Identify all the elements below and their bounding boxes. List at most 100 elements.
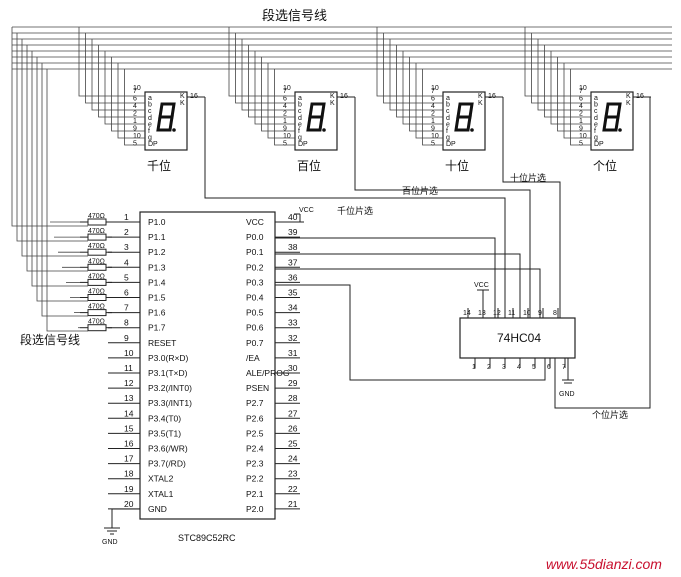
segment-name: g bbox=[446, 135, 450, 142]
mcu-pin-number: 40 bbox=[288, 212, 298, 222]
segment-bus bbox=[11, 26, 672, 332]
mcu-pin-number: 34 bbox=[288, 303, 298, 313]
segment-name: e bbox=[148, 121, 152, 128]
mcu-pin-number: 6 bbox=[124, 288, 129, 298]
mcu-pin-name: P2.1 bbox=[246, 489, 264, 499]
inverter-pin-number: 6 bbox=[547, 364, 551, 371]
mcu-pin-name: ALE/PROG bbox=[246, 368, 289, 378]
resistor-value-label: 470Ω bbox=[88, 213, 105, 220]
resistor-value-label: 470Ω bbox=[88, 289, 105, 296]
segment-wire bbox=[228, 27, 295, 97]
decimal-point bbox=[470, 128, 474, 132]
mcu-pin-number: 1 bbox=[124, 212, 129, 222]
common-k-label: K bbox=[478, 93, 483, 100]
display-pin-number: 2 bbox=[579, 111, 583, 118]
mcu-pin-number: 29 bbox=[288, 378, 298, 388]
segment-name: e bbox=[446, 121, 450, 128]
mcu-pin-number: 22 bbox=[288, 484, 298, 494]
mcu-vcc-symbol: VCC bbox=[294, 207, 314, 223]
bus-to-resistor-wire bbox=[16, 33, 88, 242]
common-k-label: K bbox=[180, 93, 185, 100]
segment-wire bbox=[557, 57, 591, 132]
mcu-pin-number: 39 bbox=[288, 227, 298, 237]
digit-lower bbox=[156, 115, 174, 132]
segment-name: f bbox=[298, 128, 300, 135]
segment-wire bbox=[261, 57, 295, 132]
segment-name: f bbox=[148, 128, 150, 135]
bus-to-resistor-wire bbox=[41, 63, 88, 317]
segment-name: c bbox=[298, 108, 302, 115]
mcu-pin-name: XTAL1 bbox=[148, 489, 174, 499]
mcu-pin-name: P3.3(/INT1) bbox=[148, 398, 192, 408]
segment-wire bbox=[415, 63, 443, 139]
display-pin-number: 10 bbox=[133, 133, 141, 140]
display-pin-number: 5 bbox=[431, 141, 435, 148]
mcu-pin-name: P1.4 bbox=[148, 277, 166, 287]
display-pin-number: 4 bbox=[431, 103, 435, 110]
segment-wire bbox=[111, 57, 145, 132]
bus-to-resistor-wire bbox=[21, 39, 88, 257]
segment-wire bbox=[563, 63, 591, 139]
display-pin-number: 2 bbox=[283, 111, 287, 118]
thousands-select-label: 千位片选 bbox=[337, 205, 373, 217]
common-k-label: K bbox=[626, 100, 631, 107]
decimal-point bbox=[322, 128, 326, 132]
resistor-value-label: 470Ω bbox=[88, 258, 105, 265]
inverter-pin-number: 8 bbox=[553, 310, 557, 317]
display-pin-number: 6 bbox=[283, 96, 287, 103]
display-position-label: 个位 bbox=[593, 158, 617, 173]
segment-wire bbox=[85, 33, 145, 104]
display-pin-number: 10 bbox=[431, 85, 439, 92]
segment-name: c bbox=[594, 108, 598, 115]
inverter-gnd-symbol: GND bbox=[559, 358, 575, 398]
mcu-pin-name: P2.4 bbox=[246, 444, 264, 454]
segment-name: f bbox=[594, 128, 596, 135]
mcu-pin-name: P3.1(T×D) bbox=[148, 368, 188, 378]
display-pin-number: 7 bbox=[579, 88, 583, 95]
segment-wire bbox=[274, 69, 295, 146]
display-pin-number: 7 bbox=[133, 88, 137, 95]
segment-name: DP bbox=[298, 141, 308, 148]
mcu-pin-number: 27 bbox=[288, 408, 298, 418]
mcu-pin-name: P0.0 bbox=[246, 232, 264, 242]
mcu-pin-name: /EA bbox=[246, 353, 260, 363]
segment-name: DP bbox=[148, 141, 158, 148]
inverter-pin-number: 12 bbox=[493, 310, 501, 317]
mcu-pin-name: P1.2 bbox=[148, 247, 166, 257]
common-k-label: K bbox=[330, 100, 335, 107]
inverter-vcc-label: VCC bbox=[474, 282, 489, 289]
mcu-pin-name: P1.5 bbox=[148, 293, 166, 303]
segment-bus-left-label: 段选信号线 bbox=[20, 332, 80, 347]
common-k-label: K bbox=[478, 100, 483, 107]
mcu-pin-number: 18 bbox=[124, 469, 134, 479]
mcu-pin-name: P2.0 bbox=[246, 504, 264, 514]
mcu-pin-name: RESET bbox=[148, 338, 176, 348]
segment-bus-title: 段选信号线 bbox=[262, 9, 327, 24]
display-pin-number: 7 bbox=[431, 88, 435, 95]
mcu-pin-number: 24 bbox=[288, 454, 298, 464]
resistor-value-label: 470Ω bbox=[88, 243, 105, 250]
bus-to-resistor-wire bbox=[31, 51, 88, 287]
segment-wire bbox=[383, 33, 443, 104]
segment-name: a bbox=[446, 95, 450, 102]
mcu-pin-name: P2.3 bbox=[246, 459, 264, 469]
decimal-point bbox=[618, 128, 622, 132]
inverter-vcc-symbol: VCC bbox=[474, 282, 489, 318]
mcu-pin-number: 37 bbox=[288, 257, 298, 267]
display-body bbox=[144, 91, 188, 151]
segment-name: d bbox=[446, 115, 450, 122]
segment-wire bbox=[531, 33, 591, 104]
mcu-pin-name: P2.7 bbox=[246, 398, 264, 408]
mcu-pin-name: P2.2 bbox=[246, 474, 264, 484]
mcu-gnd-symbol: GND bbox=[102, 508, 140, 546]
mcu-pin-name: P1.6 bbox=[148, 308, 166, 318]
mcu-pin-name: P1.7 bbox=[148, 323, 166, 333]
segment-wire bbox=[267, 63, 295, 139]
segment-name: d bbox=[594, 115, 598, 122]
mcu-pin-number: 31 bbox=[288, 348, 298, 358]
segment-wire bbox=[396, 45, 443, 118]
display-pin-number: 1 bbox=[283, 118, 287, 125]
